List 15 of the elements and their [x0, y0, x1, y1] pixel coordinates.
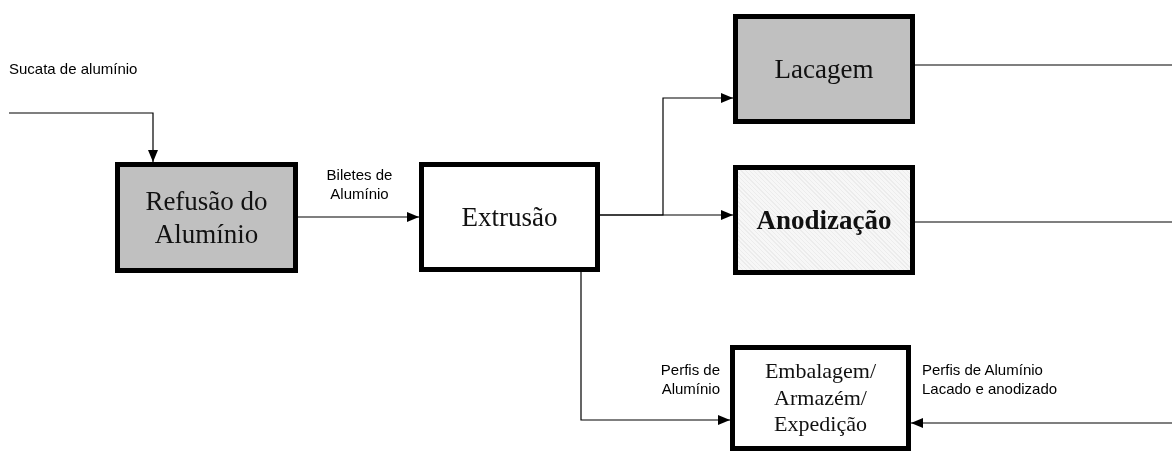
arrow [297, 212, 420, 222]
box-label: Lacagem [774, 52, 874, 86]
process-box [419, 162, 600, 272]
box-label: Extrusão [461, 200, 558, 234]
arrow [580, 271, 731, 425]
arrow [599, 210, 734, 220]
arrow [910, 418, 1172, 428]
process-box [733, 165, 915, 275]
box-label: Refusão do Alumínio [144, 185, 269, 250]
process-box [115, 162, 298, 273]
arrow [8, 112, 158, 163]
process-box [730, 345, 911, 451]
process-box [733, 14, 915, 124]
box-label: Anodização [756, 203, 892, 237]
box-label: Embalagem/ Armazém/ Expedição [763, 358, 878, 438]
